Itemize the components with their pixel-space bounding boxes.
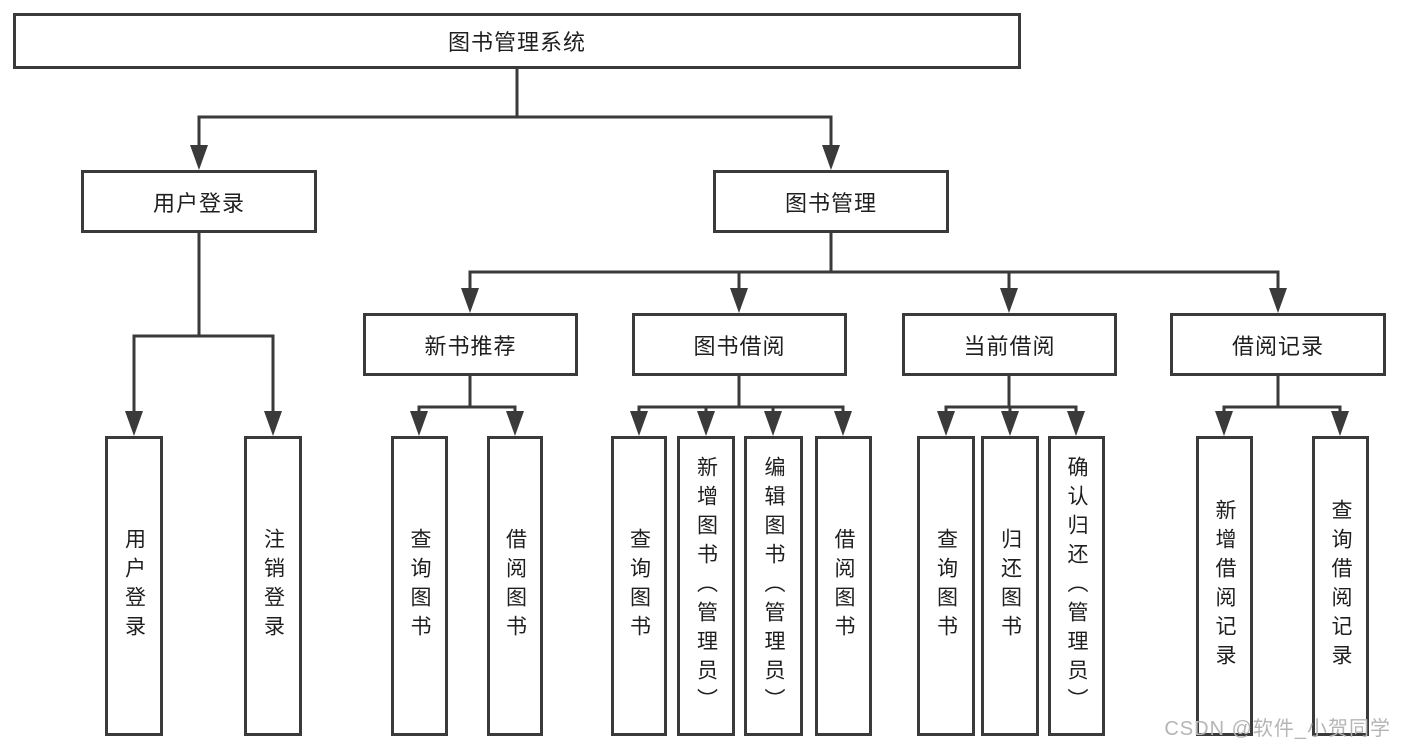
leaf-confirm-return-admin: 确认归还（管理员） <box>1048 436 1105 736</box>
leaf-query-books-current: 查询图书 <box>917 436 975 736</box>
node-current-borrow: 当前借阅 <box>902 313 1117 376</box>
leaf-borrow-books: 借阅图书 <box>815 436 872 736</box>
arrowheads <box>125 145 1349 436</box>
leaf-edit-books-admin: 编辑图书（管理员） <box>744 436 803 736</box>
leaf-query-books-borrow: 查询图书 <box>611 436 667 736</box>
node-user-login: 用户登录 <box>81 170 317 233</box>
leaf-user-login: 用户登录 <box>105 436 163 736</box>
csdn-watermark: CSDN @软件_小贺同学 <box>1164 718 1391 740</box>
leaf-query-books-recommend: 查询图书 <box>391 436 448 736</box>
node-book-borrow: 图书借阅 <box>632 313 847 376</box>
node-new-book-recommend: 新书推荐 <box>363 313 578 376</box>
leaf-return-books: 归还图书 <box>981 436 1039 736</box>
leaf-logout: 注销登录 <box>244 436 302 736</box>
leaf-borrow-books-recommend: 借阅图书 <box>487 436 543 736</box>
leaf-query-borrow-record: 查询借阅记录 <box>1312 436 1369 736</box>
node-borrow-records: 借阅记录 <box>1170 313 1386 376</box>
node-book-management: 图书管理 <box>713 170 949 233</box>
leaf-add-books-admin: 新增图书（管理员） <box>677 436 735 736</box>
leaf-add-borrow-record: 新增借阅记录 <box>1196 436 1253 736</box>
node-library-management-system: 图书管理系统 <box>13 13 1021 69</box>
